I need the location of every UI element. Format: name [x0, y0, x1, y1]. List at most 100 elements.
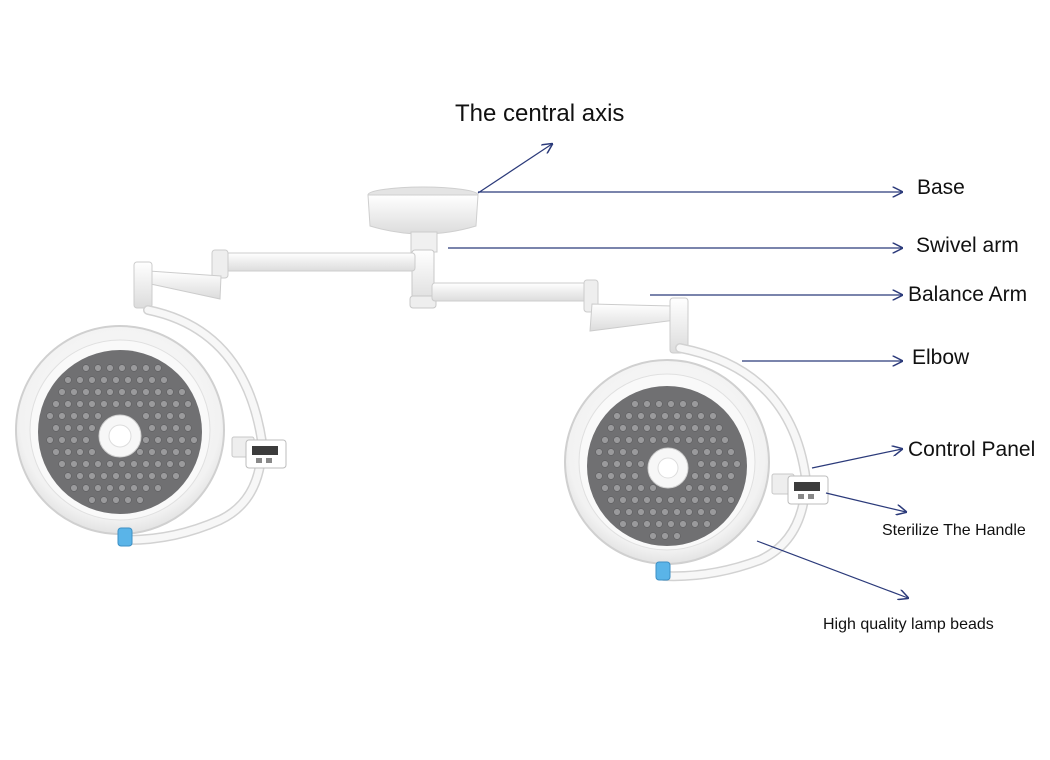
lamp-bead [637, 412, 645, 420]
lamp-bead [124, 496, 132, 504]
lamp-bead [721, 460, 729, 468]
lamp-bead [100, 376, 108, 384]
lamp-bead [649, 532, 657, 540]
leader-control-panel [811, 449, 902, 469]
lamp-bead [118, 364, 126, 372]
lamp-bead [601, 484, 609, 492]
lamp-bead [76, 376, 84, 384]
lamp-bead [58, 412, 66, 420]
lamp-bead [112, 496, 120, 504]
lamp-bead [661, 436, 669, 444]
lamp-bead [613, 460, 621, 468]
lamp-bead [715, 424, 723, 432]
lamp-bead [709, 508, 717, 516]
lamp-bead [118, 388, 126, 396]
lamp-bead [673, 508, 681, 516]
lamp-bead [649, 508, 657, 516]
lamp-bead [88, 424, 96, 432]
lamp-bead [709, 436, 717, 444]
lamp-bead [178, 412, 186, 420]
lamp-bead [721, 484, 729, 492]
lamp-bead [190, 436, 198, 444]
lamp-bead [679, 520, 687, 528]
lamp-bead [667, 424, 675, 432]
lamp-bead [709, 484, 717, 492]
lamp-bead [673, 412, 681, 420]
lamp-bead [166, 412, 174, 420]
lamp-bead [70, 436, 78, 444]
lamp-bead [649, 484, 657, 492]
lamp-bead [82, 460, 90, 468]
lamp-bead [601, 460, 609, 468]
lamp-bead [52, 424, 60, 432]
lamp-bead [100, 400, 108, 408]
lamp-bead [607, 472, 615, 480]
lamp-bead [118, 460, 126, 468]
lamp-bead [721, 436, 729, 444]
lamp-bead [637, 484, 645, 492]
label-sterilize-handle: Sterilize The Handle [882, 522, 1026, 539]
lamp-bead [148, 472, 156, 480]
lamp-bead [52, 448, 60, 456]
lamp-bead [88, 496, 96, 504]
right-handle-ring [655, 561, 671, 581]
lamp-bead [82, 388, 90, 396]
right-lamp-head [564, 359, 770, 581]
lamp-bead [142, 460, 150, 468]
lamp-bead [154, 388, 162, 396]
lamp-bead [88, 472, 96, 480]
lamp-bead [727, 496, 735, 504]
lamp-bead [703, 424, 711, 432]
lamp-bead [595, 472, 603, 480]
lamp-bead [148, 424, 156, 432]
lamp-bead [160, 472, 168, 480]
lamp-bead [643, 424, 651, 432]
lamp-bead [691, 424, 699, 432]
lamp-bead [58, 460, 66, 468]
lamp-bead [184, 424, 192, 432]
lamp-bead [703, 520, 711, 528]
lamp-bead [613, 484, 621, 492]
lamp-bead [178, 436, 186, 444]
lamp-bead [64, 376, 72, 384]
lamp-bead [130, 484, 138, 492]
lamp-bead [154, 436, 162, 444]
left-lamp-head [15, 325, 225, 547]
lamp-bead [46, 412, 54, 420]
lamp-bead [607, 448, 615, 456]
lamp-bead [619, 496, 627, 504]
lamp-bead [154, 364, 162, 372]
lamp-bead [94, 412, 102, 420]
label-swivel-arm: Swivel arm [916, 234, 1019, 257]
lamp-bead [643, 520, 651, 528]
lamp-bead [94, 364, 102, 372]
label-balance-arm: Balance Arm [908, 283, 1028, 306]
lamp-bead [70, 484, 78, 492]
lamp-bead [661, 532, 669, 540]
leader-lamp-beads [756, 540, 908, 598]
lamp-bead [685, 508, 693, 516]
lamp-bead [136, 472, 144, 480]
lamp-bead [112, 400, 120, 408]
lamp-bead [631, 448, 639, 456]
lamp-bead [130, 364, 138, 372]
lamp-bead [106, 460, 114, 468]
lamp-bead [697, 484, 705, 492]
lamp-bead [136, 376, 144, 384]
lamp-bead [625, 436, 633, 444]
lamp-bead [88, 376, 96, 384]
lamp-bead [124, 472, 132, 480]
lamp-bead [100, 496, 108, 504]
lamp-bead [58, 388, 66, 396]
lamp-bead [709, 460, 717, 468]
lamp-bead [166, 388, 174, 396]
lamp-bead [46, 436, 54, 444]
lamp-bead [733, 460, 741, 468]
lamp-bead [184, 400, 192, 408]
lamp-bead [613, 412, 621, 420]
lamp-bead [76, 472, 84, 480]
lamp-bead [136, 448, 144, 456]
lamp-bead [643, 496, 651, 504]
lamp-bead [106, 388, 114, 396]
